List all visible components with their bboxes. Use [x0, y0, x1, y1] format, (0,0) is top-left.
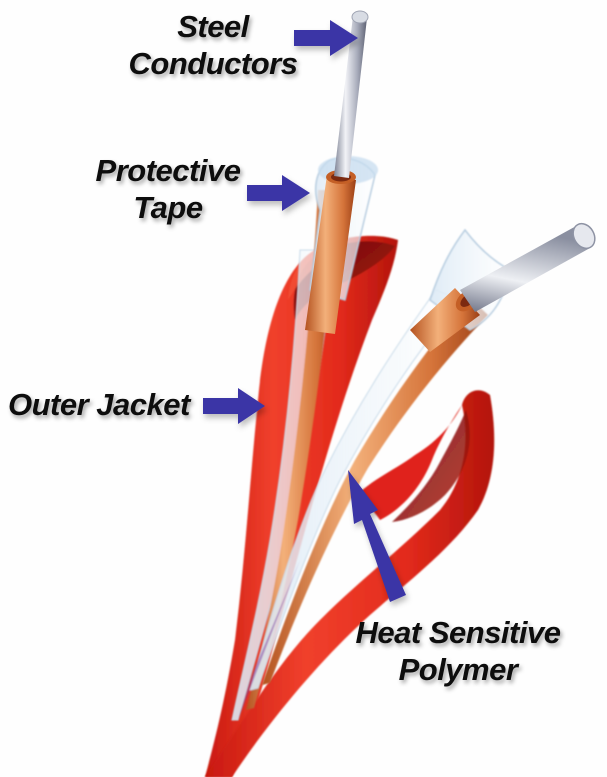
arrow-protective-tape [247, 175, 310, 211]
label-protective-tape-line2: Tape [133, 190, 203, 225]
steel-conductor-diagonal [460, 222, 596, 312]
label-heat-sensitive-polymer-line2: Polymer [398, 652, 518, 687]
arrow-steel-conductors [294, 20, 358, 56]
label-steel-conductors-line1: Steel [177, 9, 249, 44]
label-outer-jacket: Outer Jacket [8, 386, 198, 423]
label-steel-conductors: Steel Conductors [128, 8, 298, 82]
arrow-outer-jacket [203, 388, 265, 424]
label-heat-sensitive-polymer-line1: Heat Sensitive [355, 615, 561, 650]
label-protective-tape-line1: Protective [95, 153, 241, 188]
arrow-heat-sensitive-polymer [348, 470, 406, 602]
outer-jacket-right [205, 390, 495, 777]
label-steel-conductors-line2: Conductors [128, 46, 298, 81]
label-heat-sensitive-polymer: Heat Sensitive Polymer [338, 614, 578, 688]
steel-conductor-upper [334, 10, 369, 178]
label-protective-tape: Protective Tape [92, 152, 244, 226]
label-outer-jacket-line1: Outer Jacket [8, 387, 190, 422]
